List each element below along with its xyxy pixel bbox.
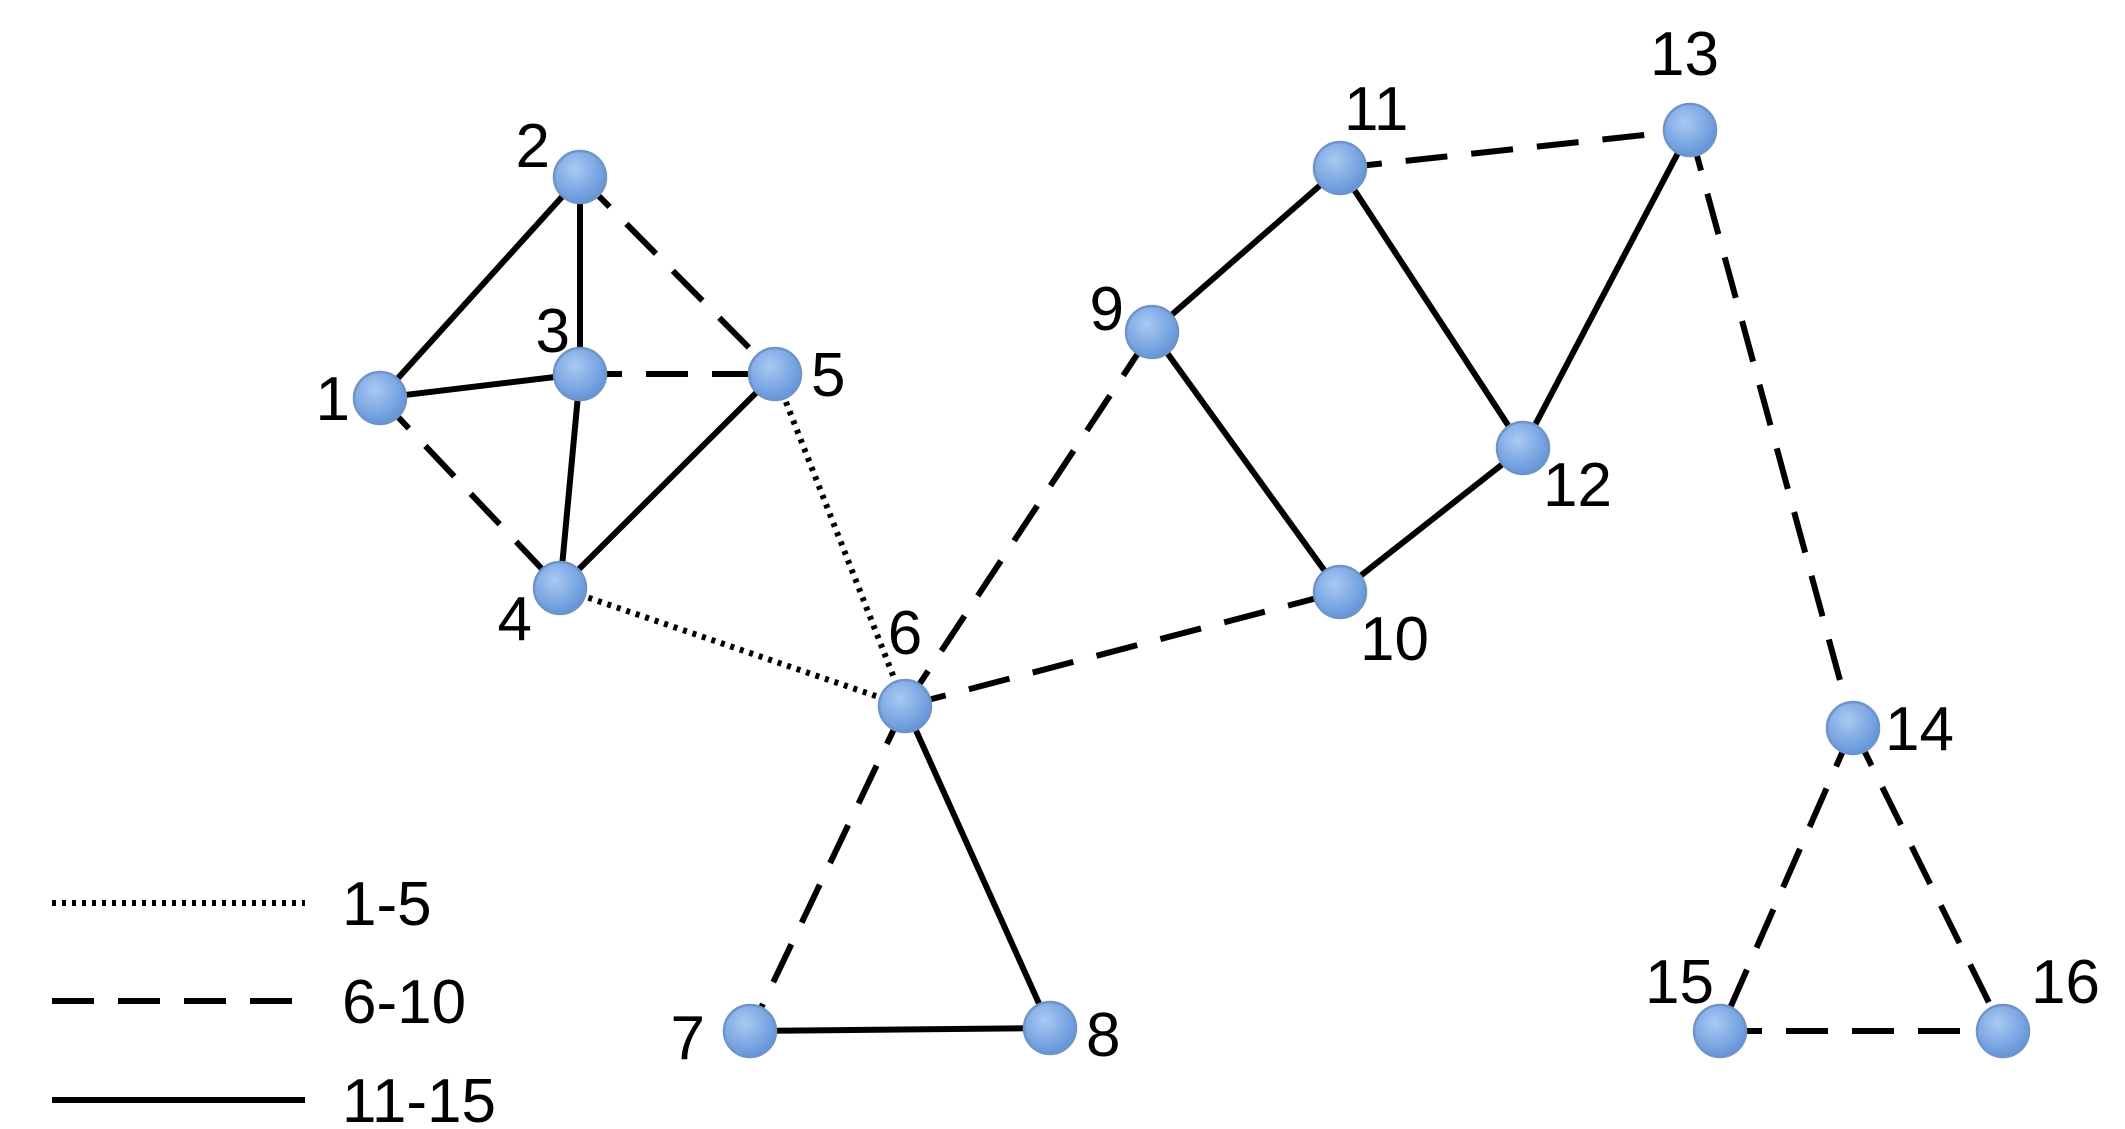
node-2 [552, 149, 608, 205]
edge-1-3 [379, 371, 581, 401]
node-4 [532, 560, 588, 616]
node-8 [1022, 1000, 1078, 1056]
node-label-2: 2 [516, 112, 550, 181]
edge-11-13 [1339, 127, 1691, 171]
legend-label-dotted: 1-5 [342, 870, 432, 939]
legend-item-dashed: 6-10 [52, 968, 466, 1037]
node-9 [1124, 304, 1180, 360]
edge-10-12 [1338, 445, 1525, 595]
node-1 [352, 370, 408, 426]
edge-14-16 [1850, 726, 2006, 1033]
node-15 [1692, 1003, 1748, 1059]
node-5 [747, 346, 803, 402]
legend-label-solid: 11-15 [342, 1067, 496, 1129]
legend-item-dotted: 1-5 [52, 870, 432, 939]
node-label-4: 4 [498, 585, 532, 654]
edge-4-6 [559, 585, 906, 709]
edge-11-12 [1337, 166, 1526, 450]
node-6 [877, 678, 933, 734]
edge-9-10 [1149, 330, 1343, 594]
edge-14-15 [1717, 726, 1856, 1033]
legend-item-solid: 11-15 [52, 1067, 496, 1129]
node-12 [1495, 420, 1551, 476]
edge-13-14 [1687, 129, 1856, 729]
legend: 1-5 6-10 11-15 [52, 870, 496, 1129]
edge-5-6 [772, 372, 908, 708]
edge-6-9 [902, 330, 1155, 708]
node-11 [1312, 140, 1368, 196]
nodes [352, 102, 2031, 1059]
edge-6-10 [904, 589, 1341, 709]
edge-6-7 [747, 704, 908, 1033]
node-label-15: 15 [1645, 948, 1714, 1017]
node-label-16: 16 [2031, 948, 2100, 1017]
edge-7-8 [749, 1025, 1051, 1034]
node-label-11: 11 [1344, 75, 1408, 144]
edge-9-11 [1150, 165, 1342, 335]
edge-2-5 [577, 174, 778, 377]
node-label-3: 3 [536, 297, 570, 366]
edge-3-4 [557, 373, 583, 589]
edge-12-13 [1520, 128, 1693, 450]
node-label-14: 14 [1885, 695, 1954, 764]
node-label-12: 12 [1543, 451, 1612, 520]
node-13 [1662, 102, 1718, 158]
node-3 [552, 346, 608, 402]
node-16 [1975, 1003, 2031, 1059]
node-label-7: 7 [671, 1004, 705, 1073]
node-10 [1312, 564, 1368, 620]
node-label-1: 1 [316, 365, 350, 434]
node-7 [722, 1003, 778, 1059]
edge-4-5 [557, 371, 778, 591]
node-label-10: 10 [1360, 605, 1429, 674]
node-label-5: 5 [811, 341, 845, 410]
node-label-8: 8 [1086, 1001, 1120, 1070]
node-label-9: 9 [1090, 275, 1124, 344]
edge-1-2 [377, 174, 583, 401]
node-label-6: 6 [888, 599, 922, 668]
node-label-13: 13 [1650, 20, 1719, 89]
edge-6-8 [902, 704, 1053, 1030]
edges [377, 127, 2006, 1034]
edge-1-4 [377, 395, 563, 591]
node-14 [1825, 700, 1881, 756]
legend-label-dashed: 6-10 [342, 968, 466, 1037]
